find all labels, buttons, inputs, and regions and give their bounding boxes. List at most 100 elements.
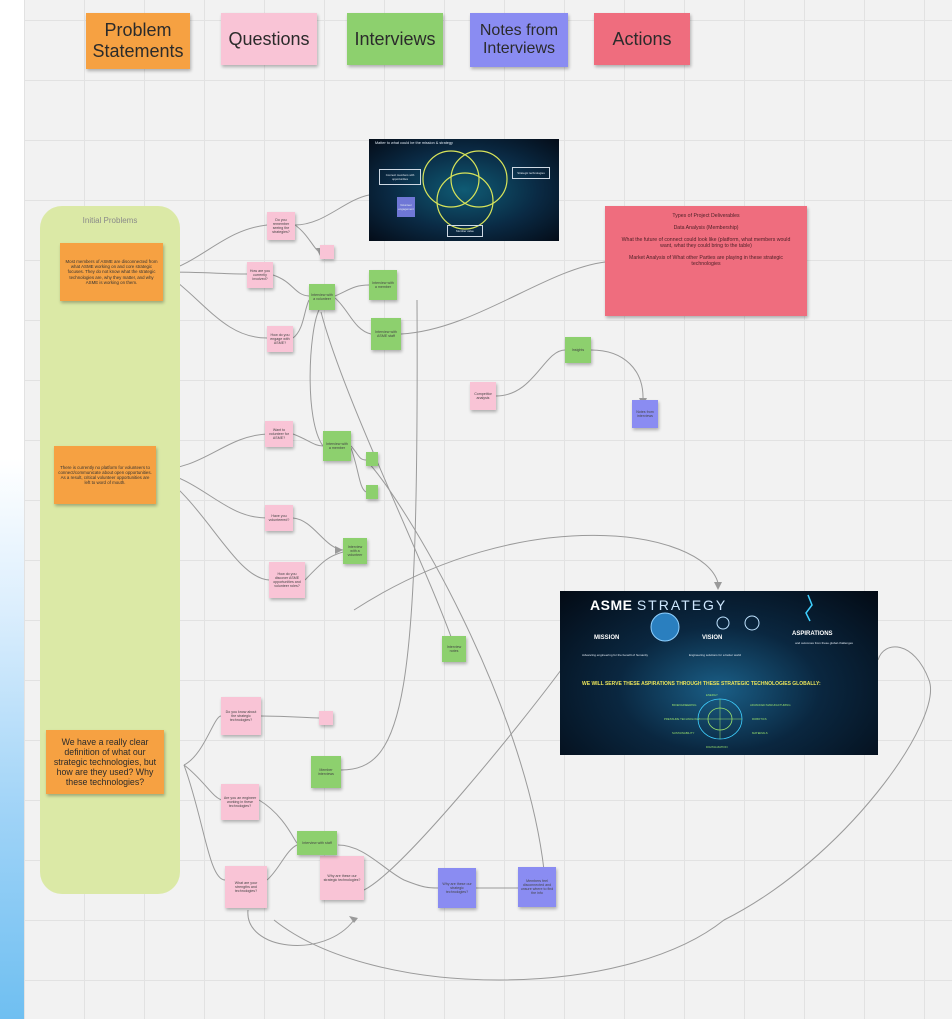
- note-sticky[interactable]: Notes from interviews: [632, 400, 658, 428]
- interview-sticky[interactable]: Interview with a volunteer: [309, 284, 335, 310]
- interview-sticky[interactable]: Member interviews: [311, 756, 341, 788]
- mission-text: Advancing engineering for the benefit of…: [581, 653, 649, 657]
- problem-sticky[interactable]: We have a really clear definition of wha…: [46, 730, 164, 794]
- venn-box-text: Member value: [456, 229, 474, 233]
- interview-sticky[interactable]: Insights: [565, 337, 591, 363]
- sticky-text: Interview with a volunteer: [347, 544, 363, 558]
- blank-sticky[interactable]: [320, 245, 334, 259]
- sticky-text: Interview with staff: [302, 840, 332, 845]
- sticky-text: How are you currently involved?: [249, 268, 271, 282]
- question-sticky[interactable]: Are you an engineer working in these tec…: [221, 784, 259, 820]
- connector: [292, 517, 344, 551]
- connector: [363, 669, 562, 891]
- sticky-text: Most members of ASME are disconnected fr…: [65, 259, 158, 285]
- mission-label: MISSION: [594, 635, 620, 641]
- header-actions[interactable]: Actions: [594, 13, 690, 65]
- sticky-text: How do you discover ASME opportunities a…: [273, 571, 301, 589]
- header-label: Problem Statements: [92, 20, 184, 61]
- sticky-text: Members feel disconnected and unsure whe…: [520, 878, 554, 896]
- interview-sticky[interactable]: Interview with a volunteer: [343, 538, 367, 564]
- technology-label: ROBOTICS: [752, 717, 767, 721]
- question-sticky[interactable]: What are your strengths and technologies…: [225, 866, 267, 908]
- question-sticky[interactable]: How do you engage with ASME?: [267, 326, 293, 352]
- connector: [365, 459, 545, 871]
- sticky-text: Interview with a member: [326, 441, 348, 450]
- technology-label: ADVANCED MANUFACTURING: [750, 703, 791, 707]
- connector: [294, 194, 370, 226]
- header-label: Actions: [612, 28, 672, 49]
- connector: [334, 297, 372, 335]
- header-label: Notes from Interviews: [479, 21, 559, 57]
- strategy-title-light: STRATEGY: [636, 597, 728, 613]
- note-sticky[interactable]: Why are these our strategic technologies…: [438, 868, 476, 908]
- sticky-text: There is currently no platform for volun…: [58, 464, 152, 486]
- sticky-text: Why are these our strategic technologies…: [323, 873, 361, 882]
- venn-box: Connect members with opportunities: [379, 169, 421, 185]
- strategy-graphics: [650, 594, 813, 740]
- actions-line: Data Analysis (Membership): [673, 224, 739, 231]
- interview-sticky[interactable]: Interview notes: [442, 636, 466, 662]
- whiteboard-canvas[interactable]: Problem Statements Questions Interviews …: [24, 0, 952, 1019]
- header-questions[interactable]: Questions: [221, 13, 317, 65]
- question-sticky[interactable]: How are you currently involved?: [247, 262, 273, 288]
- sticky-text: Interview with ASME staff: [375, 329, 397, 338]
- note-sticky[interactable]: Members feel disconnected and unsure whe…: [518, 867, 556, 907]
- connector: [309, 309, 324, 447]
- connector: [272, 274, 310, 297]
- asme-strategy-image[interactable]: ASME STRATEGY MISSION Advancing engineer…: [560, 591, 878, 755]
- sticky-text: We have a really clear definition of wha…: [53, 736, 157, 788]
- header-notes-from-interviews[interactable]: Notes from Interviews: [470, 13, 568, 67]
- actions-title: Types of Project Deliverables: [672, 213, 740, 219]
- blank-interview-sticky[interactable]: [366, 452, 378, 466]
- strategy-banner: WE WILL SERVE THESE ASPIRATIONS THROUGH …: [582, 681, 821, 687]
- technology-label: MATERIALS: [752, 731, 768, 735]
- sticky-text: What are your strengths and technologies…: [234, 880, 258, 894]
- sticky-text: Member interviews: [318, 767, 334, 776]
- connector: [340, 299, 418, 771]
- actions-sticky[interactable]: Types of Project Deliverables Data Analy…: [605, 206, 807, 316]
- connector: [183, 764, 224, 801]
- question-sticky[interactable]: Competitor analysis: [470, 382, 496, 410]
- venn-box-text: Strategic technologies: [517, 171, 545, 175]
- aspirations-label: ASPIRATIONS: [792, 631, 833, 637]
- left-window-accent: [0, 0, 24, 1019]
- question-sticky[interactable]: Do you remember seeing the strategies?: [267, 212, 295, 240]
- connector: [294, 224, 321, 253]
- problem-sticky[interactable]: There is currently no platform for volun…: [54, 446, 156, 504]
- technology-label: PRESSURE TECHNOLOGY: [664, 717, 700, 721]
- connector: [258, 799, 298, 844]
- interview-sticky[interactable]: Interview with staff: [297, 831, 337, 855]
- venn-box-text: Connect members with opportunities: [385, 173, 415, 181]
- blank-interview-sticky[interactable]: [366, 485, 378, 499]
- interview-sticky[interactable]: Interview with a member: [369, 270, 397, 300]
- blank-sticky[interactable]: [319, 711, 333, 725]
- question-sticky[interactable]: Have you volunteered?: [265, 505, 293, 531]
- sticky-text: Notes from interviews: [636, 409, 654, 418]
- sticky-text: How do you engage with ASME?: [270, 332, 290, 346]
- connector: [292, 299, 310, 339]
- venn-box: Strategic technologies: [512, 167, 550, 179]
- sticky-text: Interview notes: [446, 644, 462, 653]
- strategy-title: ASME STRATEGY: [590, 597, 727, 613]
- venn-circles: [422, 150, 508, 230]
- interview-sticky[interactable]: Interview with ASME staff: [371, 318, 401, 350]
- question-sticky[interactable]: Want to volunteer for ASME?: [265, 421, 293, 447]
- sticky-text: Insights: [571, 347, 585, 352]
- sticky-text: Interview with a member: [372, 280, 394, 289]
- venn-box: Volunteer engagement: [397, 197, 415, 217]
- actions-line: Market Analysis of What other Parties ar…: [629, 254, 783, 267]
- venn-box: Member value: [447, 225, 483, 237]
- question-sticky[interactable]: Why are these our strategic technologies…: [320, 856, 364, 900]
- interview-sticky[interactable]: Interview with a member: [323, 431, 351, 461]
- question-sticky[interactable]: Do you know about the strategic technolo…: [221, 697, 261, 735]
- venn-diagram-image[interactable]: Matter to what could be the mission & st…: [369, 139, 559, 241]
- header-problem-statements[interactable]: Problem Statements: [86, 13, 190, 69]
- question-sticky[interactable]: How do you discover ASME opportunities a…: [269, 562, 305, 598]
- header-interviews[interactable]: Interviews: [347, 13, 443, 65]
- problem-sticky[interactable]: Most members of ASME are disconnected fr…: [60, 243, 163, 301]
- sticky-text: Do you know about the strategic technolo…: [225, 709, 257, 723]
- technology-label: SUSTAINABILITY: [672, 731, 695, 735]
- sticky-text: Are you an engineer working in these tec…: [223, 795, 257, 809]
- strategy-title-bold: ASME: [590, 597, 633, 613]
- sticky-text: Why are these our strategic technologies…: [442, 881, 472, 895]
